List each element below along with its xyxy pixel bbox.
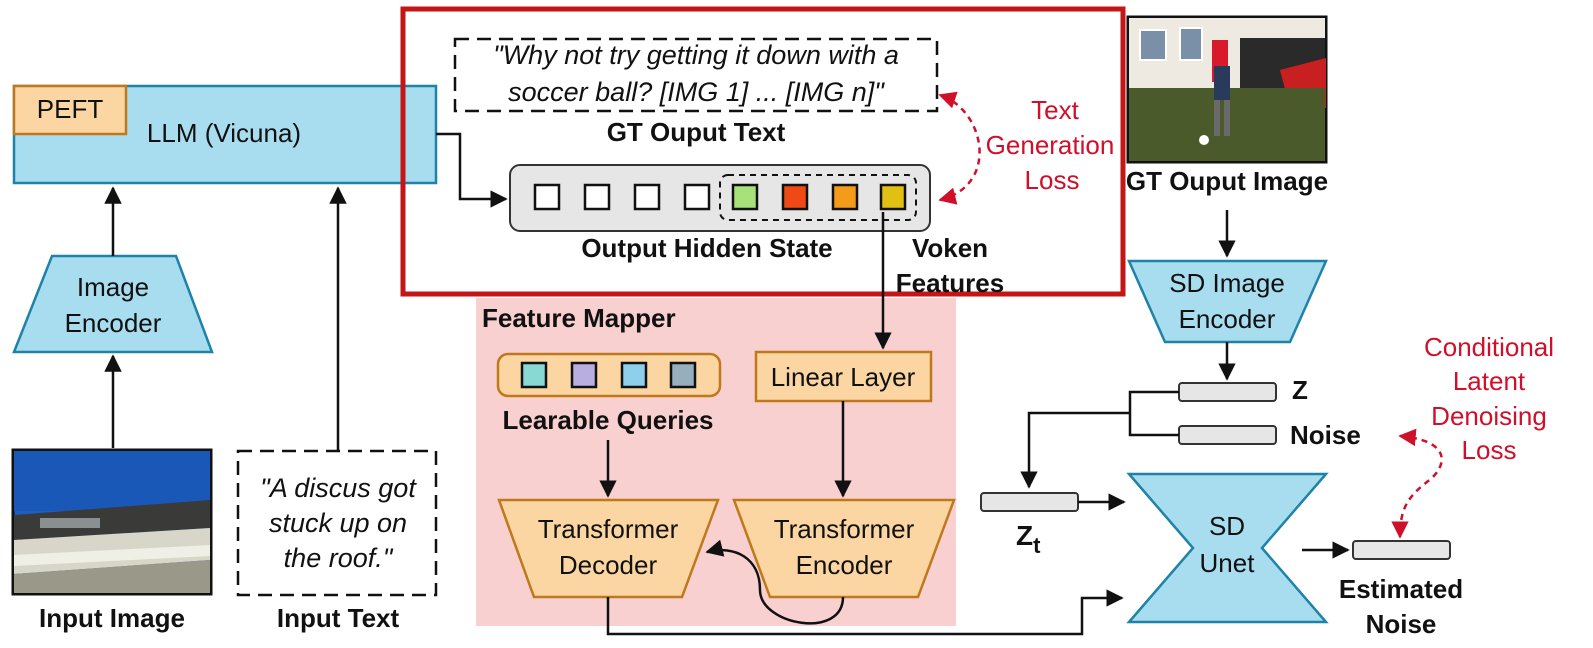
arrow-llm-to-hidden-state xyxy=(436,132,508,208)
unet-line1: SD xyxy=(1209,511,1245,541)
query-token-1 xyxy=(520,361,548,389)
hidden-token-2 xyxy=(583,183,611,211)
gt-text-box xyxy=(453,37,939,113)
image-encoder-line2: Encoder xyxy=(65,308,162,338)
image-encoder xyxy=(12,254,214,354)
hidden-token-1 xyxy=(533,183,561,211)
peft-label: PEFT xyxy=(37,94,104,124)
encoder-line1: Transformer xyxy=(774,514,915,544)
learnable-queries-caption: Learable Queries xyxy=(503,405,714,435)
sd-unet xyxy=(1126,472,1329,624)
text-loss-line1: Text xyxy=(1031,95,1079,125)
input-text-caption: Input Text xyxy=(277,603,400,633)
arrow-to-zt xyxy=(1020,411,1130,489)
learnable-queries-tray xyxy=(496,352,722,398)
query-token-3 xyxy=(620,361,648,389)
query-token-4 xyxy=(669,361,697,389)
input-text-line2: stuck up on xyxy=(269,508,407,538)
cond-loss-line1: Conditional xyxy=(1424,332,1554,362)
voken-token-3 xyxy=(831,183,859,211)
input-image-caption: Input Image xyxy=(39,603,185,633)
input-text-box xyxy=(236,449,438,597)
estimated-noise-line1: Estimated xyxy=(1339,574,1463,604)
query-token-2 xyxy=(570,361,598,389)
cond-loss-line4: Loss xyxy=(1462,435,1517,465)
zt-latent-bar xyxy=(980,492,1079,512)
zt-sub: t xyxy=(1033,533,1041,558)
hidden-state-caption: Output Hidden State xyxy=(581,233,832,263)
sd-encoder-line2: Encoder xyxy=(1179,304,1276,334)
text-loss-arrows xyxy=(938,91,981,205)
input-text-line1: "A discus got xyxy=(260,473,417,503)
voken-token-2 xyxy=(781,183,809,211)
gt-output-image-photo xyxy=(1126,15,1328,164)
sd-encoder-line1: SD Image xyxy=(1169,268,1285,298)
input-image-photo xyxy=(11,448,213,596)
voken-label-line2: Features xyxy=(896,268,1004,298)
noise-bar xyxy=(1178,425,1277,445)
text-loss-line2: Generation xyxy=(986,130,1115,160)
input-text-line3: the roof." xyxy=(284,543,394,573)
voken-group-box xyxy=(719,174,917,221)
cond-loss-line2: Latent xyxy=(1453,366,1526,396)
z-latent-bar xyxy=(1178,382,1277,402)
llm-label: LLM (Vicuna) xyxy=(147,118,301,148)
gt-text-line1: "Why not try getting it down with a xyxy=(493,40,899,70)
arrow-decoder-to-unet xyxy=(606,589,1124,636)
voken-token-1 xyxy=(731,183,759,211)
linear-layer-box xyxy=(754,350,933,403)
decoder-line2: Decoder xyxy=(559,550,658,580)
sd-image-encoder xyxy=(1127,259,1328,344)
hidden-token-3 xyxy=(633,183,661,211)
voken-token-4 xyxy=(879,183,907,211)
cond-loss-arrows xyxy=(1391,428,1443,539)
image-encoder-line1: Image xyxy=(77,272,149,302)
connector-z-noise xyxy=(1128,390,1179,437)
estimated-noise-bar xyxy=(1352,540,1451,560)
decoder-line1: Transformer xyxy=(538,514,679,544)
gt-text-caption: GT Ouput Text xyxy=(607,117,786,147)
estimated-noise-line2: Noise xyxy=(1366,609,1437,639)
z-label: Z xyxy=(1292,375,1308,405)
arrow-encoder-to-decoder xyxy=(705,539,845,625)
gt-output-image-caption: GT Ouput Image xyxy=(1126,166,1328,196)
transformer-decoder xyxy=(497,498,720,599)
peft-box xyxy=(12,84,128,136)
voken-label-line1: Voken xyxy=(912,233,988,263)
text-generation-frame xyxy=(400,6,1126,297)
encoder-line2: Encoder xyxy=(796,550,893,580)
transformer-encoder xyxy=(732,498,956,599)
linear-layer-label: Linear Layer xyxy=(771,362,916,392)
feature-mapper-title: Feature Mapper xyxy=(482,303,676,333)
unet-line2: Unet xyxy=(1200,548,1256,578)
text-loss-line3: Loss xyxy=(1025,165,1080,195)
cond-loss-line3: Denoising xyxy=(1431,401,1547,431)
zt-label: Zt xyxy=(1016,520,1041,558)
noise-label: Noise xyxy=(1290,420,1361,450)
gt-text-line2: soccer ball? [IMG 1] ... [IMG n]" xyxy=(508,77,885,107)
hidden-token-4 xyxy=(683,183,711,211)
zt-main: Z xyxy=(1016,520,1033,551)
